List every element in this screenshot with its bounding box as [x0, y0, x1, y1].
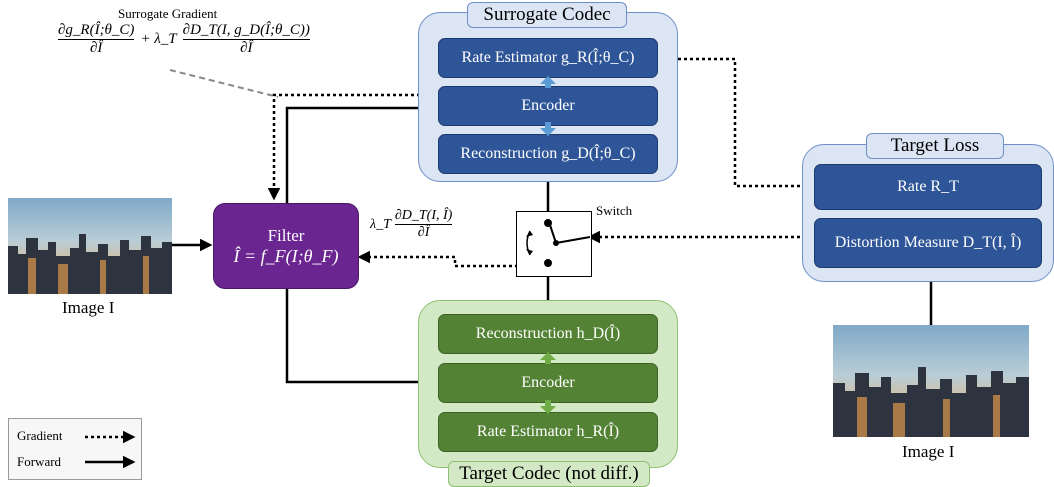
surrogate-codec-title: Surrogate Codec — [467, 2, 627, 28]
legend-forward-label: Forward — [17, 454, 62, 469]
gradient-rate-to-surrogate-rate — [665, 52, 812, 188]
target-grad-lambda: λ_T — [370, 216, 391, 232]
surrogate-gradient-title: Surrogate Gradient — [118, 6, 218, 21]
distortion-measure-block: Distortion Measure D_T(I, Î) — [814, 218, 1042, 268]
image-right-label: Image I — [902, 442, 955, 461]
formula-part1-denominator: ∂Î — [90, 40, 103, 56]
formula-plus-lambda: + λ_T — [140, 31, 177, 47]
switch-bottom-contact — [544, 259, 552, 267]
filter-title: Filter — [267, 225, 305, 245]
filter-formula: Î = f_F(I;θ_F) — [233, 245, 339, 266]
target-gradient-formula: λ_T ∂D_T(I, Î) ∂Î — [370, 208, 453, 241]
gradient-switch-to-filter — [357, 250, 530, 268]
surrogate-reconstruction: Reconstruction g_D(Î;θ_C) — [438, 134, 658, 174]
legend-gradient-label: Gradient — [17, 428, 63, 443]
target-inner-arrows — [540, 352, 556, 414]
target-encoder: Encoder — [438, 363, 658, 403]
filter-block: Filter Î = f_F(I;θ_F) — [213, 203, 359, 289]
legend: Gradient Forward — [8, 418, 142, 480]
formula-part2-numerator: ∂D_T(I, g_D(Î;θ_C)) — [182, 22, 310, 38]
switch-symbol — [526, 219, 591, 267]
target-rate-estimator: Rate Estimator h_R(Î) — [438, 412, 658, 452]
surrogate-gradient-pointer — [169, 69, 279, 98]
image-left-label: Image I — [62, 298, 115, 317]
city-image-left — [8, 198, 172, 294]
target-rate-block: Rate R_T — [814, 164, 1042, 210]
surrogate-arrow-down-icon — [540, 122, 556, 136]
surrogate-arrow-up-icon — [540, 76, 556, 88]
target-grad-denominator: ∂Î — [417, 225, 430, 240]
legend-symbols — [85, 430, 136, 469]
target-loss-title: Target Loss — [866, 133, 1004, 159]
forward-filter-to-surrogate-encoder — [285, 101, 435, 203]
target-codec-title: Target Codec (not diff.) — [448, 461, 650, 487]
switch-label: Switch — [596, 203, 633, 218]
surrogate-inner-arrows — [540, 76, 556, 136]
surrogate-rate-estimator: Rate Estimator g_R(Î;θ_C) — [438, 38, 658, 78]
target-reconstruction: Reconstruction h_D(Î) — [438, 314, 658, 354]
target-arrow-down-icon — [540, 400, 556, 414]
target-arrow-up-icon — [540, 352, 556, 364]
gradient-surrogate-to-filter — [267, 93, 432, 201]
switch-output-line — [555, 236, 591, 244]
city-image-right — [833, 325, 1029, 437]
formula-part2-denominator: ∂Î — [240, 40, 253, 56]
switch-lever — [549, 224, 557, 244]
target-grad-numerator: ∂D_T(I, Î) — [394, 208, 453, 223]
surrogate-gradient-formula: ∂g_R(Î;θ_C) ∂Î + λ_T ∂D_T(I, g_D(Î;θ_C))… — [58, 22, 310, 57]
formula-part1-numerator: ∂g_R(Î;θ_C) — [58, 22, 135, 38]
forward-filter-to-target-encoder — [285, 287, 435, 389]
